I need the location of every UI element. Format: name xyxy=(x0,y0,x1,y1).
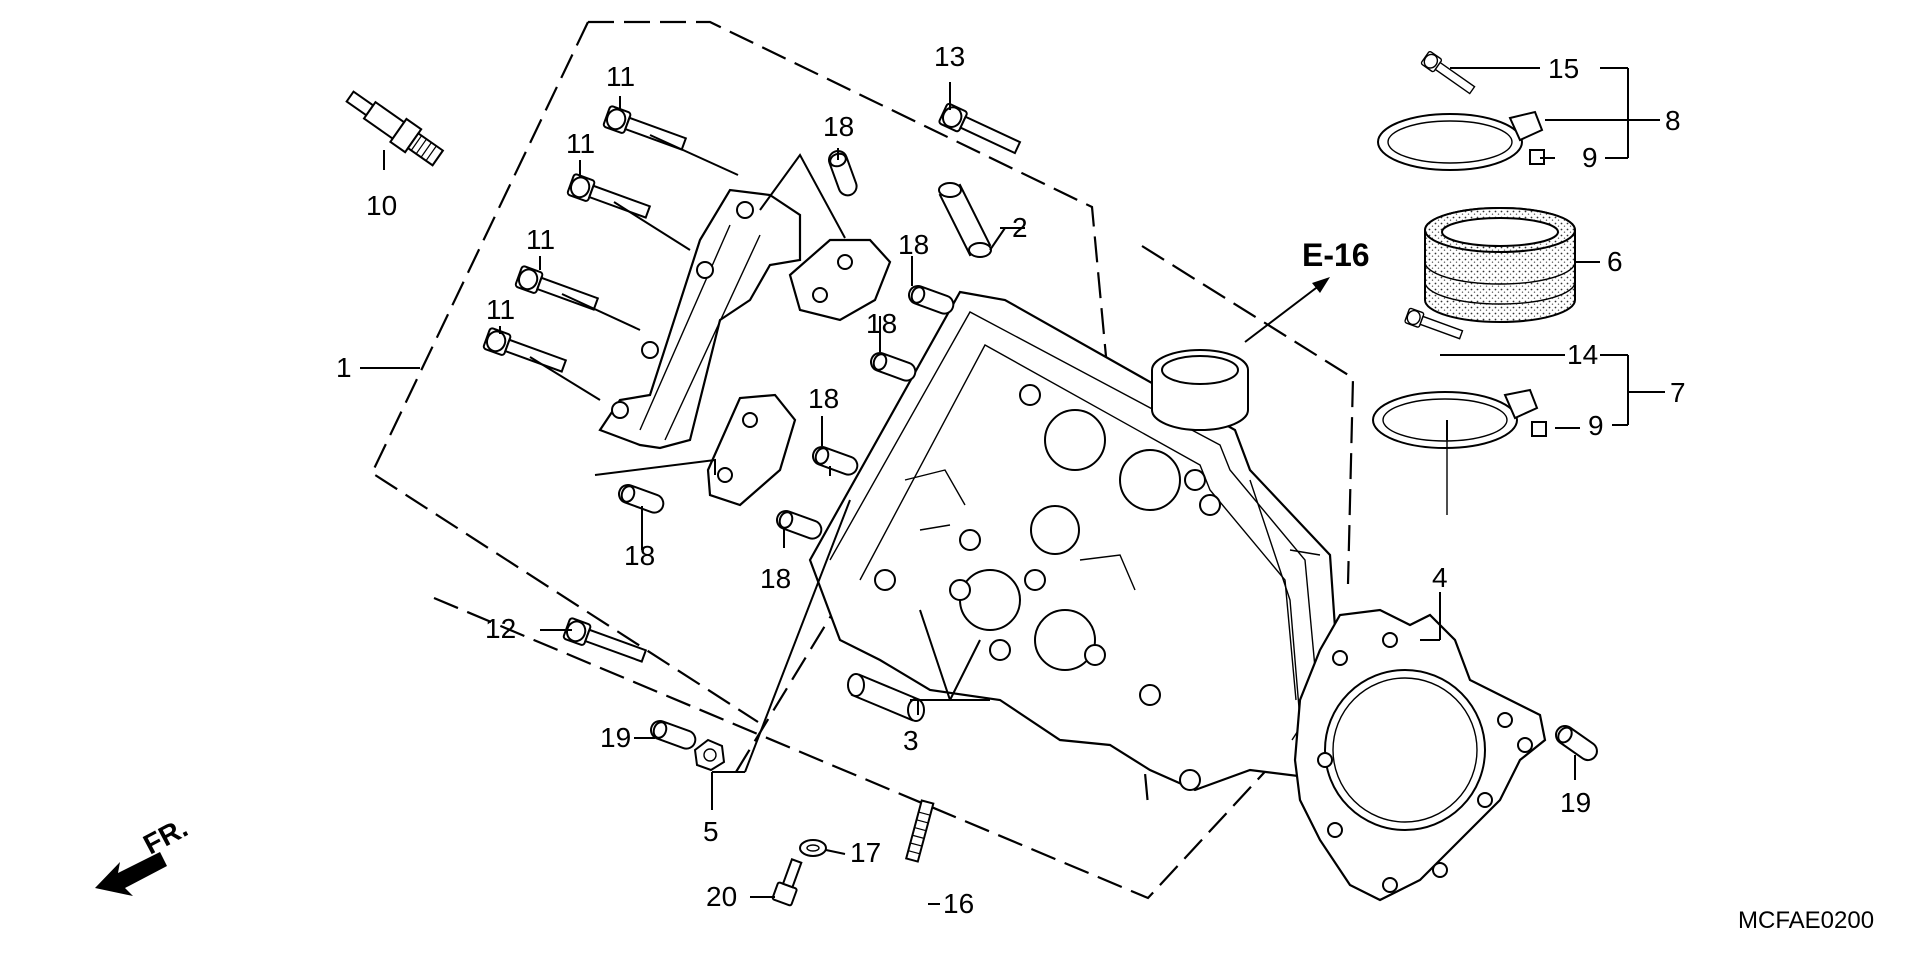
callout-7: 7 xyxy=(1670,377,1686,408)
leader-lines xyxy=(360,67,1665,905)
callout-8: 8 xyxy=(1665,105,1681,136)
callout-11-c: 11 xyxy=(526,224,555,255)
section-ref-arrow xyxy=(1244,277,1330,343)
callout-19-b: 19 xyxy=(1560,787,1591,818)
camshaft-holders xyxy=(594,153,892,507)
callout-4: 4 xyxy=(1432,562,1448,593)
band-8 xyxy=(1377,110,1545,171)
callout-18-a: 18 xyxy=(823,111,854,142)
callout-11-b: 11 xyxy=(566,128,595,159)
spark-plug xyxy=(345,90,445,167)
cam-holder-bolts xyxy=(481,104,739,401)
callout-18-b: 18 xyxy=(898,229,929,260)
callout-11-d: 11 xyxy=(486,294,515,325)
section-ref-label: E-16 xyxy=(1302,237,1370,273)
callout-16: 16 xyxy=(943,888,974,919)
callout-17: 17 xyxy=(850,837,881,868)
callout-9-upper: 9 xyxy=(1582,142,1598,173)
callout-2: 2 xyxy=(1012,212,1028,243)
callout-20: 20 xyxy=(706,881,737,912)
reference-code: MCFAE0200 xyxy=(1738,907,1874,934)
nut-5 xyxy=(693,738,726,772)
callout-3: 3 xyxy=(903,725,919,756)
head-gasket xyxy=(1293,608,1547,902)
dowel-sleeve-3 xyxy=(847,673,925,722)
callout-18-e: 18 xyxy=(624,540,655,571)
band-7 xyxy=(1372,388,1547,449)
callout-9-lower: 9 xyxy=(1588,410,1604,441)
insulator-6 xyxy=(1424,207,1576,323)
callout-18-c: 18 xyxy=(866,308,897,339)
dowel-sleeve-2 xyxy=(938,182,992,258)
callout-19-a: 19 xyxy=(600,722,631,753)
callout-numbers: 1 2 3 4 5 6 7 8 9 9 10 11 11 11 11 12 13… xyxy=(336,41,1686,919)
front-marker-label: FR. xyxy=(138,812,192,861)
callout-1: 1 xyxy=(336,352,352,383)
washer-17 xyxy=(799,839,827,857)
callout-10: 10 xyxy=(366,190,397,221)
callout-6: 6 xyxy=(1607,246,1623,277)
cylinder-head xyxy=(808,290,1362,792)
callout-14: 14 xyxy=(1567,339,1598,370)
front-arrow-icon: FR. xyxy=(95,812,193,896)
callout-12: 12 xyxy=(485,613,516,644)
bolt-20 xyxy=(771,858,803,907)
callout-15: 15 xyxy=(1548,53,1579,84)
screw-15 xyxy=(1420,50,1478,98)
stud-bolt xyxy=(904,799,935,863)
callout-5: 5 xyxy=(703,816,719,847)
callout-11-a: 11 xyxy=(606,61,635,92)
callout-18-f: 18 xyxy=(760,563,791,594)
callout-18-d: 18 xyxy=(808,383,839,414)
callout-13: 13 xyxy=(934,41,965,72)
bolt-13 xyxy=(937,101,1024,159)
